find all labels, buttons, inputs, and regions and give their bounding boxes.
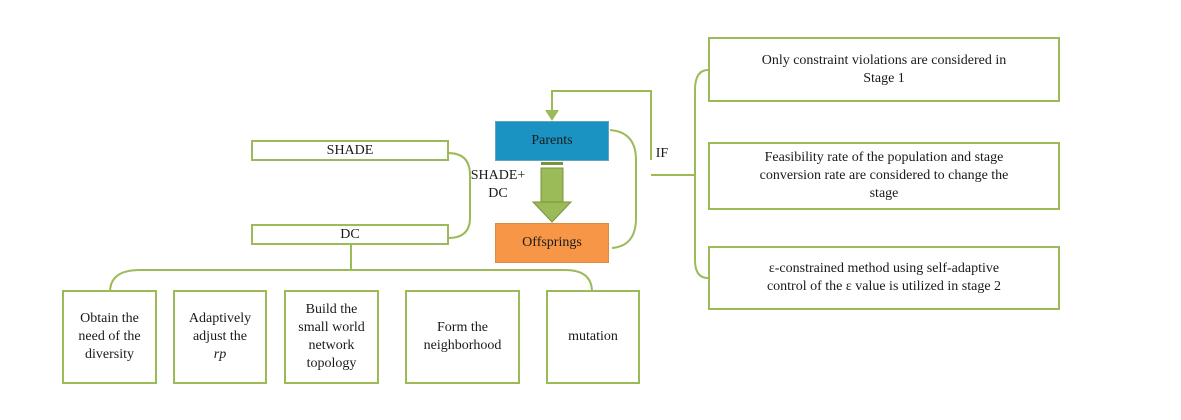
dc-step-mutation-box: mutation xyxy=(546,290,640,384)
if-bracket xyxy=(651,69,709,279)
feedback-arrow-head xyxy=(545,110,559,121)
shade-label: SHADE xyxy=(326,142,374,158)
shade-dc-combined-label: SHADE+ DC xyxy=(470,168,526,202)
feedback-arrow-line xyxy=(551,90,652,160)
parents-node: Parents xyxy=(495,121,609,161)
parents-label: Parents xyxy=(531,133,573,148)
down-arrow-cap xyxy=(541,162,563,165)
shade-dc-brace xyxy=(447,152,471,239)
if-label: IF xyxy=(655,146,669,161)
offsprings-node: Offsprings xyxy=(495,223,609,263)
down-arrow-head xyxy=(531,201,573,223)
dc-label: DC xyxy=(340,226,360,242)
offsprings-label: Offsprings xyxy=(522,235,582,250)
stage-change-box: Feasibility rate of the population and s… xyxy=(708,142,1060,210)
cycle-brace xyxy=(609,129,637,249)
dc-step-rp-box: Adaptively adjust the rp xyxy=(173,290,267,384)
dc-tree-connector xyxy=(109,245,593,293)
dc-step-neighborhood-box: Form the neighborhood xyxy=(405,290,520,384)
stage-2-box: ε-constrained method using self-adaptive… xyxy=(708,246,1060,310)
dc-step-topology-box: Build the small world network topology xyxy=(284,290,379,384)
dc-box: DC xyxy=(251,224,449,245)
dc-step-diversity-box: Obtain the need of the diversity xyxy=(62,290,157,384)
shade-box: SHADE xyxy=(251,140,449,161)
down-arrow-shaft xyxy=(540,167,564,203)
stage-1-box: Only constraint violations are considere… xyxy=(708,37,1060,102)
